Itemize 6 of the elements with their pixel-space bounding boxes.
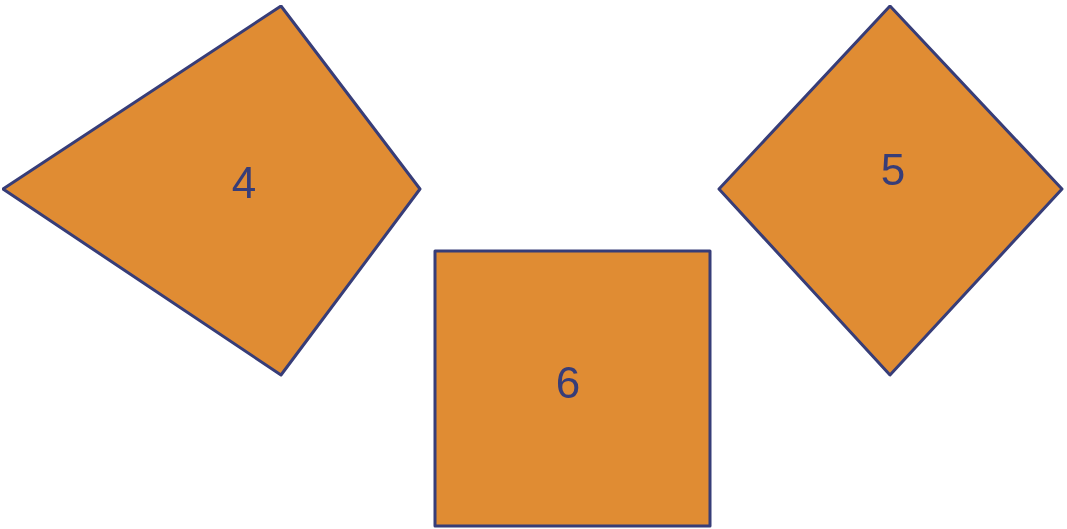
kite-shape <box>2 5 422 377</box>
shape-label: 6 <box>555 361 581 405</box>
shape-label: 4 <box>231 161 257 205</box>
diamond-shape <box>717 5 1064 377</box>
square-shape <box>433 249 712 528</box>
shape-label: 5 <box>880 148 906 192</box>
